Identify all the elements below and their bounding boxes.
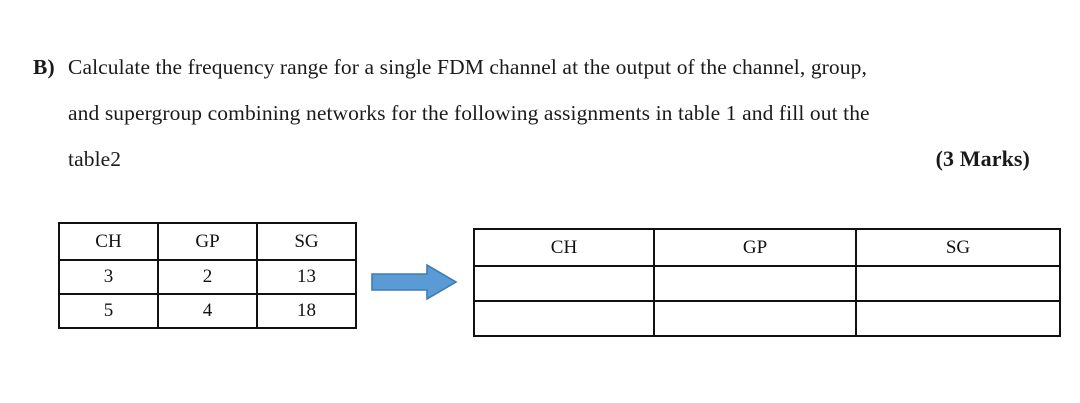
source-cell-sg-1: 13	[256, 259, 357, 295]
answer-cell-ch-2[interactable]	[473, 300, 655, 337]
question-line-1-text: Calculate the frequency range for a sing…	[68, 55, 867, 79]
source-cell-gp-2: 4	[157, 293, 258, 329]
table-header-row: CH GP SG	[58, 222, 357, 261]
source-header-ch: CH	[58, 222, 159, 261]
answer-cell-sg-2[interactable]	[855, 300, 1061, 337]
question-line-2-text: and supergroup combining networks for th…	[68, 101, 870, 125]
table-header-row: CH GP SG	[473, 228, 1061, 267]
source-header-gp: GP	[157, 222, 258, 261]
question-line-3: table2 (3 Marks)	[33, 136, 1033, 182]
question-line-2: and supergroup combining networks for th…	[33, 90, 1033, 136]
source-cell-ch-2: 5	[58, 293, 159, 329]
answer-cell-gp-2[interactable]	[653, 300, 857, 337]
question-marker: B)	[33, 55, 55, 79]
marks-label: (3 Marks)	[935, 146, 1030, 171]
source-cell-sg-2: 18	[256, 293, 357, 329]
source-cell-gp-1: 2	[157, 259, 258, 295]
source-cell-ch-1: 3	[58, 259, 159, 295]
answer-cell-gp-1[interactable]	[653, 265, 857, 302]
source-header-sg: SG	[256, 222, 357, 261]
table-row	[473, 300, 1061, 337]
question-line-3-text: table2	[68, 147, 122, 171]
table-row: 3 2 13	[58, 259, 357, 295]
answer-header-sg: SG	[855, 228, 1061, 267]
answer-header-gp: GP	[653, 228, 857, 267]
question-block: B) Calculate the frequency range for a s…	[33, 44, 1033, 182]
arrow-right-icon	[371, 263, 458, 301]
answer-cell-ch-1[interactable]	[473, 265, 655, 302]
answer-table: CH GP SG	[473, 228, 1061, 337]
answer-cell-sg-1[interactable]	[855, 265, 1061, 302]
source-table: CH GP SG 3 2 13 5 4 18	[58, 222, 357, 329]
right-arrow-icon	[370, 262, 458, 302]
table-row: 5 4 18	[58, 293, 357, 329]
answer-header-ch: CH	[473, 228, 655, 267]
table-row	[473, 265, 1061, 302]
arrow-shape	[371, 263, 458, 301]
question-line-1: B) Calculate the frequency range for a s…	[33, 44, 1033, 90]
